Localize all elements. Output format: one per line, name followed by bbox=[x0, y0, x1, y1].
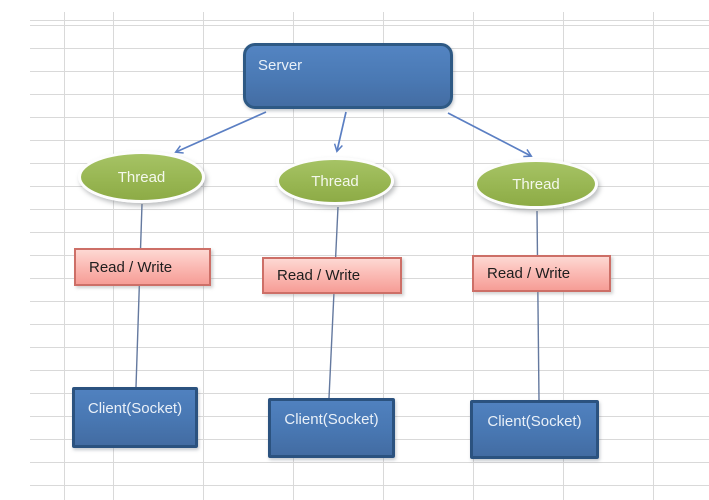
thread-label: Thread bbox=[512, 175, 560, 193]
line-thread2-to-client2 bbox=[328, 206, 339, 399]
client-node-2: Client(Socket) bbox=[268, 398, 395, 458]
thread-node-2: Thread bbox=[276, 157, 394, 205]
read-write-label: Read / Write bbox=[277, 267, 361, 284]
client-label: Client(Socket) bbox=[487, 413, 582, 430]
read-write-label: Read / Write bbox=[487, 265, 571, 282]
arrow-server-to-thread-1 bbox=[174, 111, 267, 154]
read-write-node-3: Read / Write bbox=[472, 255, 611, 292]
client-node-3: Client(Socket) bbox=[470, 400, 599, 459]
read-write-node-2: Read / Write bbox=[262, 257, 402, 294]
client-label: Client(Socket) bbox=[284, 411, 379, 428]
client-label: Client(Socket) bbox=[87, 400, 183, 417]
line-thread1-to-client1 bbox=[135, 203, 143, 388]
thread-node-3: Thread bbox=[474, 159, 598, 209]
arrow-server-to-thread-2 bbox=[333, 111, 347, 153]
client-node-1: Client(Socket) bbox=[72, 387, 198, 448]
read-write-label: Read / Write bbox=[89, 258, 173, 276]
thread-label: Thread bbox=[311, 172, 359, 190]
arrow-server-to-thread-3 bbox=[447, 112, 533, 158]
line-thread3-to-client3 bbox=[536, 210, 540, 401]
read-write-node-1: Read / Write bbox=[74, 248, 211, 286]
server-label: Server bbox=[258, 57, 303, 74]
server-node: Server bbox=[243, 43, 453, 109]
thread-label: Thread bbox=[117, 168, 166, 186]
thread-node-1: Thread bbox=[78, 151, 205, 203]
